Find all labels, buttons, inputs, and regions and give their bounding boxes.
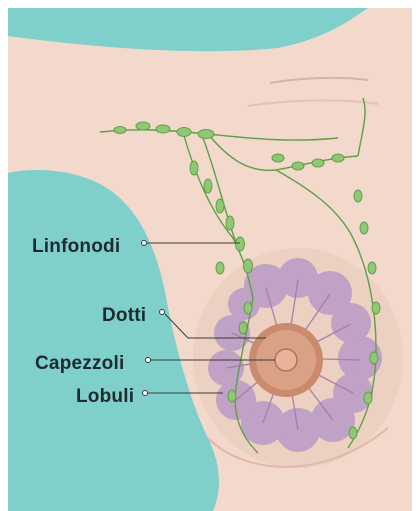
lymph-node [226, 216, 234, 230]
lymph-node [216, 262, 224, 274]
lymph-node [360, 222, 368, 234]
lymph-node [244, 302, 252, 314]
lymph-node [272, 154, 284, 162]
lymph-node [354, 190, 362, 202]
lymph-node [228, 390, 236, 402]
lymph-node [292, 162, 304, 170]
label-nipples: Capezzoli [35, 353, 124, 375]
lymph-node [244, 259, 253, 273]
leader-dot-nipples [146, 358, 151, 363]
lymph-node [372, 302, 380, 314]
label-lymph-nodes: Linfonodi [32, 236, 120, 258]
nipple [275, 349, 297, 371]
breast-anatomy-illustration [8, 8, 412, 511]
lymph-node [177, 128, 191, 137]
lymph-node [190, 161, 198, 175]
lymph-node [216, 199, 224, 213]
lymph-node [239, 322, 247, 334]
lymph-node [332, 154, 344, 162]
lymph-node [204, 179, 212, 193]
label-ducts: Dotti [102, 305, 146, 327]
lymph-node [368, 262, 376, 274]
lymph-node [370, 352, 378, 364]
diagram-frame: Linfonodi Dotti Capezzoli Lobuli [8, 8, 412, 511]
lymph-node [156, 125, 170, 133]
leader-dot-lymph-nodes [142, 241, 147, 246]
leader-dot-ducts [160, 310, 165, 315]
lobule [228, 288, 260, 320]
lymph-node [312, 159, 324, 167]
lymph-node [349, 427, 357, 439]
lymph-node [198, 130, 214, 139]
lymph-node [114, 127, 126, 134]
label-lobules: Lobuli [76, 386, 134, 408]
lymph-node [236, 237, 245, 251]
lymph-node [136, 122, 150, 130]
lymph-node [364, 392, 372, 404]
leader-dot-lobules [143, 391, 148, 396]
